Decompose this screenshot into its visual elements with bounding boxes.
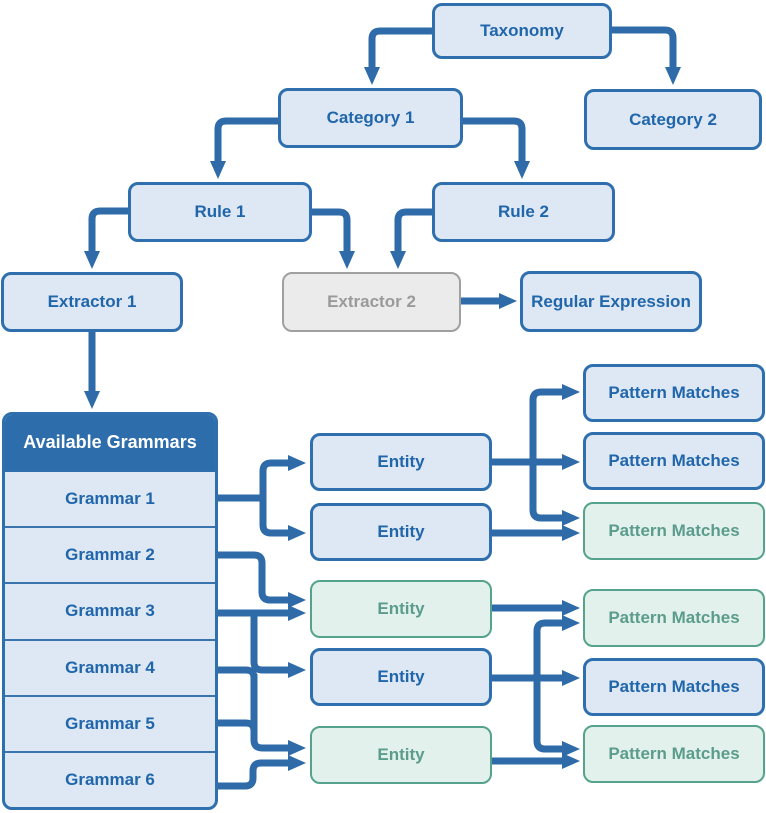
edge-entity1-pm3 <box>529 462 580 526</box>
grammar-row-6: Grammar 6 <box>5 753 215 807</box>
edge-grammar4-join <box>218 666 258 679</box>
node-category-1-label: Category 1 <box>326 108 415 128</box>
node-category-2: Category 2 <box>584 89 762 150</box>
grammar-row-4-label: Grammar 4 <box>65 657 155 677</box>
pattern-matches-5-label: Pattern Matches <box>608 677 740 697</box>
node-category-2-label: Category 2 <box>629 109 717 129</box>
node-rule-1: Rule 1 <box>128 182 312 242</box>
pattern-matches-3-label: Pattern Matches <box>608 521 740 541</box>
node-regular-expression: Regular Expression <box>520 271 702 332</box>
entity-2-label: Entity <box>377 522 425 542</box>
grammar-row-1: Grammar 1 <box>5 472 215 529</box>
node-rule-2-label: Rule 2 <box>497 202 550 222</box>
node-regular-expression-label: Regular Expression <box>531 291 691 311</box>
grammar-row-1-label: Grammar 1 <box>65 489 155 509</box>
grammar-row-2: Grammar 2 <box>5 528 215 585</box>
pattern-matches-4: Pattern Matches <box>583 589 765 647</box>
node-category-1: Category 1 <box>278 88 463 148</box>
edge-grammar1-entity1 <box>259 455 306 498</box>
pattern-matches-4-label: Pattern Matches <box>608 608 740 628</box>
entity-2: Entity <box>310 503 492 561</box>
edge-bus-entity5 <box>250 674 306 756</box>
grammar-row-5: Grammar 5 <box>5 697 215 753</box>
pattern-matches-2: Pattern Matches <box>583 432 765 490</box>
pattern-matches-6-label: Pattern Matches <box>608 744 740 764</box>
node-taxonomy-label: Taxonomy <box>480 21 564 41</box>
pattern-matches-2-label: Pattern Matches <box>608 451 740 471</box>
entity-5: Entity <box>310 726 492 784</box>
node-extractor-1: Extractor 1 <box>1 272 183 332</box>
entity-5-label: Entity <box>377 745 425 765</box>
edge-grammar6-entity5 <box>218 755 306 790</box>
node-extractor-1-label: Extractor 1 <box>47 292 137 312</box>
edge-entity4-pm6 <box>533 678 580 757</box>
edge-grammar1-entity2 <box>259 498 306 541</box>
grammar-row-2-label: Grammar 2 <box>65 545 155 565</box>
node-rule-2: Rule 2 <box>432 182 615 242</box>
node-rule-1-label: Rule 1 <box>194 202 246 222</box>
grammar-row-4: Grammar 4 <box>5 641 215 697</box>
edge-taxonomy-category2 <box>612 26 681 85</box>
grammar-row-3-label: Grammar 3 <box>65 601 155 621</box>
entity-3-label: Entity <box>377 599 425 619</box>
pattern-matches-1-label: Pattern Matches <box>608 383 740 403</box>
entity-4: Entity <box>310 648 492 706</box>
edge-branch-entity4 <box>250 613 306 678</box>
pattern-matches-1: Pattern Matches <box>583 364 765 422</box>
entity-4-label: Entity <box>377 667 425 687</box>
edge-entity4-pm4 <box>533 615 580 678</box>
grammar-row-6-label: Grammar 6 <box>65 769 155 789</box>
edge-entity1-pm1 <box>529 384 580 462</box>
edge-grammar2-entity3 <box>218 551 306 608</box>
grammar-row-3: Grammar 3 <box>5 584 215 641</box>
grammars-panel-header: Available Grammars <box>5 415 215 472</box>
entity-3: Entity <box>310 580 492 638</box>
node-extractor-2: Extractor 2 <box>282 272 461 332</box>
pattern-matches-3: Pattern Matches <box>583 502 765 560</box>
edge-taxonomy-category1 <box>364 27 432 85</box>
edge-rule1-extractor2 <box>312 208 355 269</box>
pattern-matches-5: Pattern Matches <box>583 658 765 716</box>
entity-1: Entity <box>310 433 492 491</box>
grammars-panel-title: Available Grammars <box>23 432 197 452</box>
node-extractor-2-label: Extractor 2 <box>327 292 416 312</box>
edge-grammar5-join <box>218 719 258 732</box>
node-taxonomy: Taxonomy <box>432 3 612 59</box>
grammars-panel: Available Grammars Grammar 1 Grammar 2 G… <box>2 412 218 810</box>
edge-category1-rule1 <box>210 117 278 179</box>
pattern-matches-6: Pattern Matches <box>583 725 765 783</box>
grammar-row-5-label: Grammar 5 <box>65 713 155 733</box>
edge-rule2-extractor2 <box>390 208 432 269</box>
entity-1-label: Entity <box>377 452 425 472</box>
edge-category1-rule2 <box>463 117 530 179</box>
edge-rule1-extractor1 <box>84 207 128 269</box>
